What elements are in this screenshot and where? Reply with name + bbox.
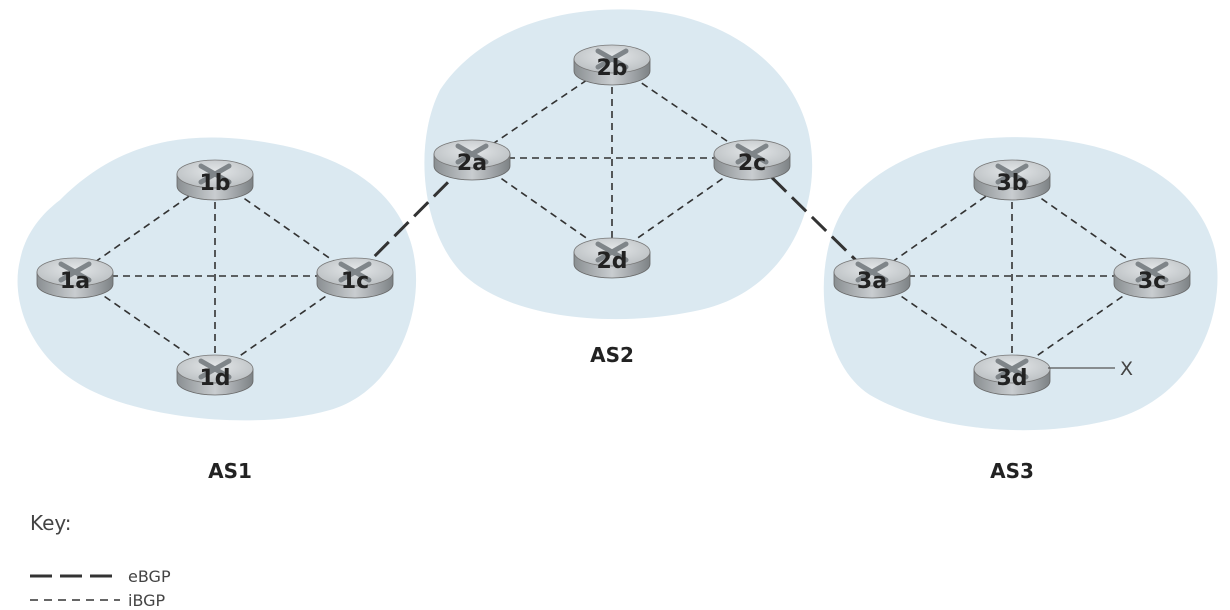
as3-cloud [823, 137, 1218, 431]
router-2d: 2d [573, 237, 651, 279]
ibgp-link-2a-2b [471, 62, 613, 159]
router-arrows-icon [198, 358, 232, 380]
router-label: 3a [857, 269, 887, 294]
router-label: 2c [738, 151, 766, 176]
router-label: 1d [199, 366, 230, 391]
router-3b: 3b [973, 159, 1051, 201]
router-arrows-icon [455, 143, 489, 165]
as1-label: AS1 [208, 459, 252, 483]
router-arrows-icon [198, 163, 232, 185]
router-label: 1a [60, 269, 90, 294]
external-prefix-label: X [1120, 358, 1133, 380]
as3-label: AS3 [990, 459, 1034, 483]
router-label: 2d [596, 249, 627, 274]
router-2c: 2c [713, 139, 791, 181]
router-arrows-icon [595, 241, 629, 263]
ibgp-link-1a-1b [74, 177, 216, 277]
key-title: Key: [30, 511, 72, 535]
ibgp-link-3a-3b [871, 177, 1013, 277]
key-ibgp-label: iBGP [128, 591, 166, 610]
router-arrows-icon [58, 261, 92, 283]
router-arrows-icon [995, 163, 1029, 185]
router-label: 1b [199, 171, 230, 196]
router-arrows-icon [338, 261, 372, 283]
router-1d: 1d [176, 354, 254, 396]
router-3d: 3d [973, 354, 1051, 396]
router-3a: 3a [833, 257, 911, 299]
router-1c: 1c [316, 257, 394, 299]
router-arrows-icon [1135, 261, 1169, 283]
router-2a: 2a [433, 139, 511, 181]
router-2b: 2b [573, 44, 651, 86]
router-label: 3b [996, 171, 1027, 196]
router-label: 3d [996, 366, 1027, 391]
router-3c: 3c [1113, 257, 1191, 299]
router-1a: 1a [36, 257, 114, 299]
router-label: 2b [596, 56, 627, 81]
router-arrows-icon [735, 143, 769, 165]
router-arrows-icon [995, 358, 1029, 380]
key-ebgp-label: eBGP [128, 567, 171, 586]
router-arrows-icon [595, 48, 629, 70]
router-1b: 1b [176, 159, 254, 201]
as2-label: AS2 [590, 343, 634, 367]
router-label: 3c [1138, 269, 1166, 294]
router-label: 1c [341, 269, 369, 294]
as2-cloud [424, 9, 813, 320]
as1-cloud [17, 137, 417, 421]
router-arrows-icon [855, 261, 889, 283]
router-label: 2a [457, 151, 487, 176]
